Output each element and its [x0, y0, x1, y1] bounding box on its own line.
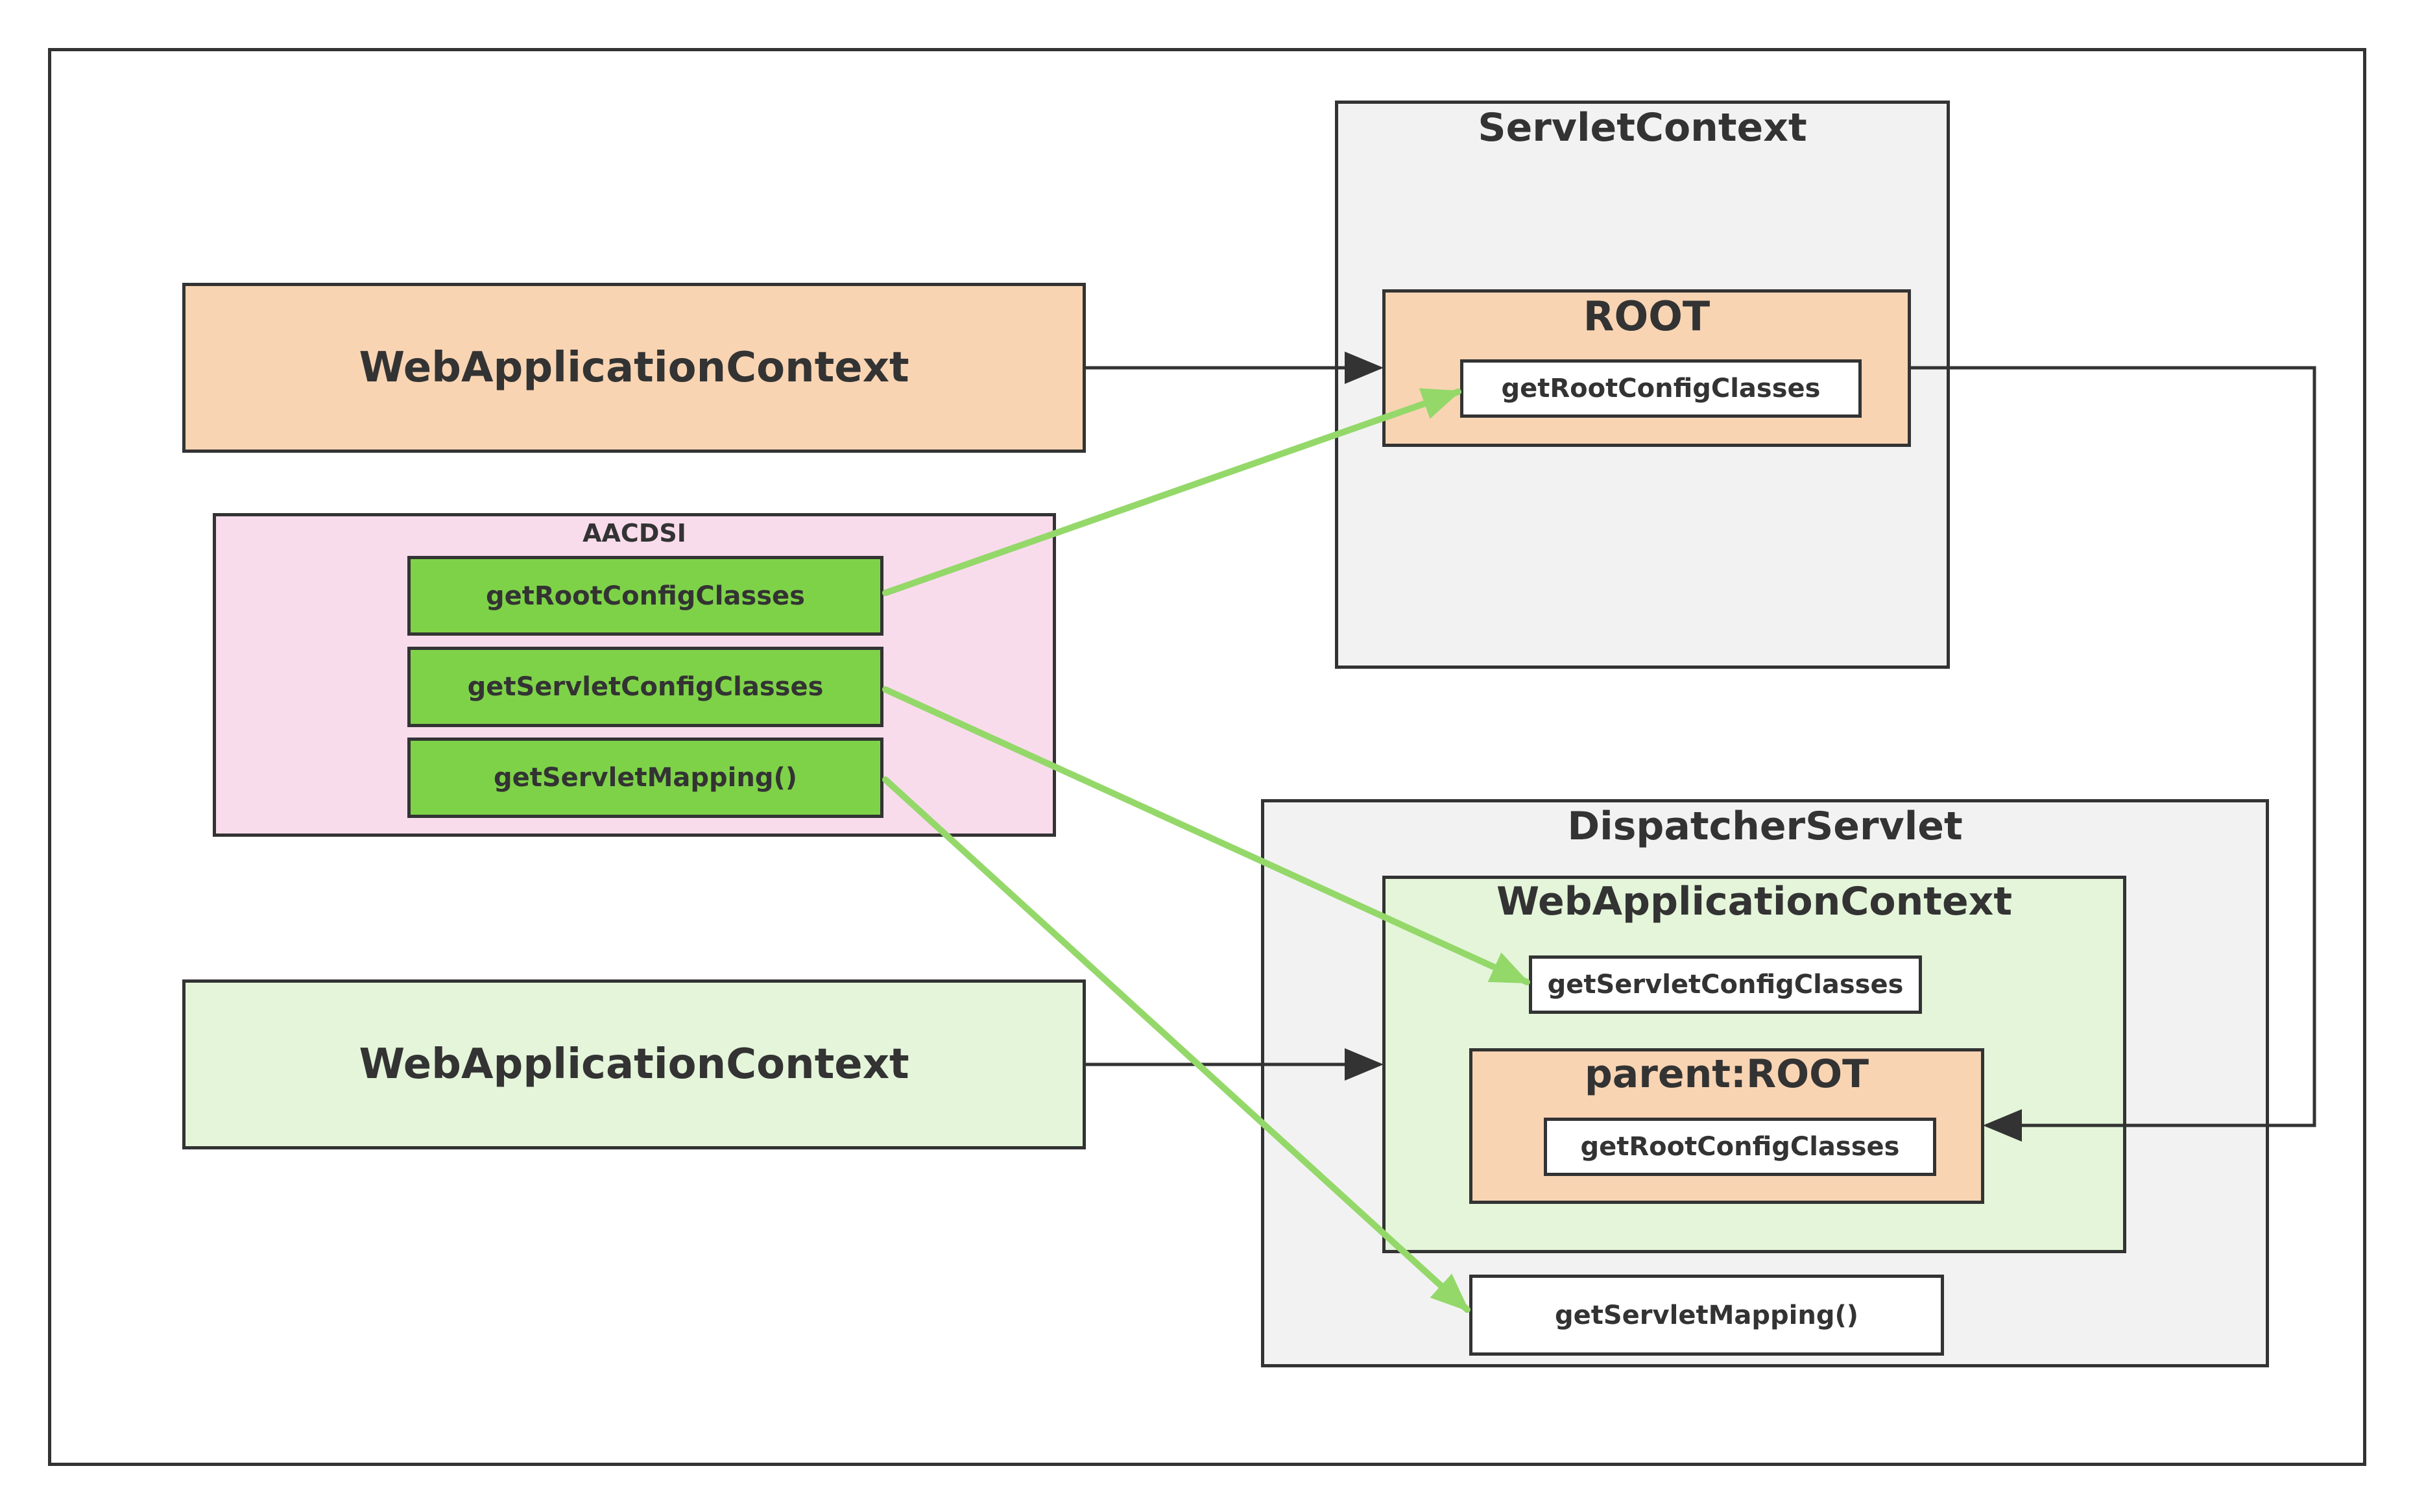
- dispatcher-servlet-title: DispatcherServlet: [1567, 804, 1963, 849]
- root-web-application-context-label: WebApplicationContext: [359, 344, 909, 392]
- root-web-application-context-box: WebApplicationContext: [182, 283, 1086, 453]
- aacdsi-item-label: getServletMapping(): [493, 763, 798, 793]
- aacdsi-get-servlet-config-classes: getServletConfigClasses: [407, 647, 883, 727]
- dispatcher-get-servlet-mapping: getServletMapping(): [1469, 1275, 1944, 1356]
- dispatcher-get-servlet-config-classes: getServletConfigClasses: [1529, 955, 1922, 1014]
- parent-root-get-root-config-classes: getRootConfigClasses: [1544, 1118, 1936, 1176]
- dispatcher-servlet-mapping-label: getServletMapping(): [1554, 1300, 1859, 1330]
- root-method-label: getRootConfigClasses: [1501, 374, 1821, 403]
- green-arrow-servlet-mapping: [882, 776, 1471, 1313]
- aacdsi-get-servlet-mapping: getServletMapping(): [407, 738, 883, 818]
- arrow-root-to-parent-root: [1911, 366, 2316, 1142]
- root-get-root-config-classes: getRootConfigClasses: [1460, 359, 1862, 418]
- outer-frame: [48, 48, 2366, 1466]
- parent-root-title: parent:ROOT: [1584, 1051, 1869, 1097]
- parent-root-method-label: getRootConfigClasses: [1580, 1132, 1900, 1162]
- root-title: ROOT: [1583, 293, 1711, 340]
- aacdsi-item-label: getRootConfigClasses: [486, 581, 805, 611]
- green-arrow-servlet-config: [882, 686, 1530, 985]
- servlet-context-title: ServletContext: [1478, 105, 1807, 150]
- dispatcher-servlet-config-label: getServletConfigClasses: [1547, 970, 1904, 1000]
- aacdsi-title: AACDSI: [582, 519, 686, 547]
- servlet-web-application-context-box: WebApplicationContext: [182, 979, 1086, 1149]
- green-arrow-root-config: [882, 388, 1461, 596]
- aacdsi-get-root-config-classes: getRootConfigClasses: [407, 556, 883, 636]
- servlet-web-application-context-label: WebApplicationContext: [359, 1040, 909, 1088]
- dispatcher-web-application-context-title: WebApplicationContext: [1496, 879, 2013, 924]
- aacdsi-item-label: getServletConfigClasses: [467, 672, 824, 702]
